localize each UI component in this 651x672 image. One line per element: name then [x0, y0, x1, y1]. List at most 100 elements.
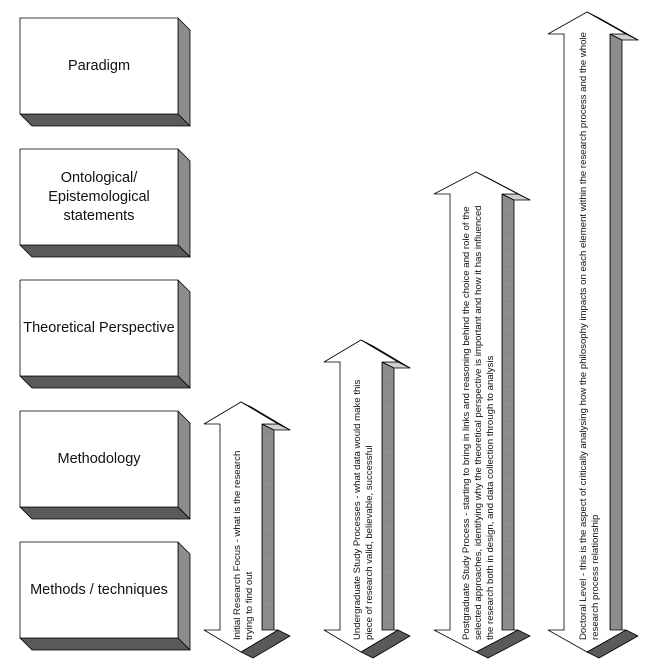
arrow-3-side-stripe — [610, 47, 622, 51]
box-2-front-face — [19, 279, 179, 377]
arrow-2-side-stripe — [502, 312, 514, 316]
arrow-0-side-stripe — [262, 542, 274, 546]
arrow-3-side-stripe — [610, 77, 622, 81]
arrow-3-side-stripe — [610, 242, 622, 246]
arrow-1-side-stripe — [382, 570, 394, 574]
arrow-3-side-stripe — [610, 452, 622, 456]
box-0-bottom-face — [19, 113, 191, 127]
arrow-2-side-stripe — [502, 252, 514, 256]
arrow-1-side-stripe — [382, 600, 394, 604]
arrow-0-side-stripe — [262, 437, 274, 441]
arrow-2-side-stripe — [502, 387, 514, 391]
arrow-2-side-stripe — [502, 492, 514, 496]
arrow-0-side-stripe — [262, 467, 274, 471]
arrow-2-side-stripe — [502, 507, 514, 511]
arrow-1-side-stripe — [382, 585, 394, 589]
arrow-3-side-stripe — [610, 212, 622, 216]
arrow-1-side-stripe — [382, 420, 394, 424]
arrow-1-side-stripe — [382, 510, 394, 514]
arrow-3-side-stripe — [610, 197, 622, 201]
box-3-front-face — [19, 410, 179, 508]
arrow-1-side-stripe — [382, 555, 394, 559]
arrow-1-side-stripe — [382, 525, 394, 529]
box-4-side-face — [177, 541, 191, 651]
arrow-3-side-stripe — [610, 62, 622, 66]
box-2-bottom-face — [19, 375, 191, 389]
arrow-3-side-stripe — [610, 377, 622, 381]
arrow-0-side-stripe — [262, 617, 274, 621]
arrow-3-side-stripe — [610, 152, 622, 156]
box-1-bottom-face — [19, 244, 191, 258]
arrow-0-side-stripe — [262, 497, 274, 501]
box-4-bottom-face — [19, 637, 191, 651]
arrow-label-initial-research: Initial Research Focus - what is the res… — [232, 450, 255, 640]
arrow-3-side-stripe — [610, 557, 622, 561]
arrow-3-side-stripe — [610, 617, 622, 621]
arrow-0-side-stripe — [262, 557, 274, 561]
box-1-front-face — [19, 148, 179, 246]
arrow-3-side-stripe — [610, 542, 622, 546]
arrow-3-side-stripe — [610, 362, 622, 366]
arrow-3-front — [547, 11, 627, 653]
box-label-paradigm: Paradigm — [67, 57, 131, 74]
arrow-0-front — [203, 401, 279, 653]
arrow-2-side-stripe — [502, 597, 514, 601]
arrow-1-side-stripe — [382, 615, 394, 619]
arrow-label-undergraduate: Undergraduate Study Processes - what dat… — [352, 379, 375, 640]
arrow-0-side-stripe — [262, 602, 274, 606]
arrow-3-side-stripe — [610, 272, 622, 276]
arrow-1-side-stripe — [382, 465, 394, 469]
arrow-3-side-stripe — [610, 122, 622, 126]
arrow-3-side-stripe — [610, 512, 622, 516]
arrow-3-side-stripe — [610, 347, 622, 351]
arrow-3-side-stripe — [610, 107, 622, 111]
arrow-2-side-stripe — [502, 522, 514, 526]
arrow-3-side-stripe — [610, 497, 622, 501]
arrow-3-side-stripe — [610, 167, 622, 171]
arrow-2-side-stripe — [502, 612, 514, 616]
arrow-3-side-stripe — [610, 317, 622, 321]
box-0-side-face — [177, 17, 191, 127]
arrow-3-side-stripe — [610, 602, 622, 606]
arrow-2-side-stripe — [502, 447, 514, 451]
arrow-3-side-stripe — [610, 422, 622, 426]
box-3-bottom-face — [19, 506, 191, 520]
arrow-2-front — [433, 171, 519, 653]
arrow-3-side-stripe — [610, 92, 622, 96]
arrow-2-side-stripe — [502, 552, 514, 556]
arrow-2-side-stripe — [502, 417, 514, 421]
arrow-3-side-stripe — [610, 257, 622, 261]
arrow-0-side-stripe — [262, 572, 274, 576]
arrow-2-side-stripe — [502, 342, 514, 346]
arrow-2-side-stripe — [502, 462, 514, 466]
box-label-methods-techniques: Methods / techniques — [30, 581, 168, 598]
arrow-2-side-stripe — [502, 297, 514, 301]
box-3-side-face — [177, 410, 191, 520]
arrow-2-side-stripe — [502, 537, 514, 541]
arrow-2-side-stripe — [502, 237, 514, 241]
box-label-methodology: Methodology — [57, 450, 141, 467]
arrow-2-side-stripe — [502, 267, 514, 271]
arrow-0-side-stripe — [262, 452, 274, 456]
arrow-1-shaft-side — [381, 361, 395, 637]
box-1-side-face — [177, 148, 191, 258]
arrow-2-side-stripe — [502, 282, 514, 286]
arrow-3-side-stripe — [610, 407, 622, 411]
arrow-1-side-stripe — [382, 480, 394, 484]
arrow-1-side-stripe — [382, 405, 394, 409]
arrow-3-side-stripe — [610, 467, 622, 471]
box-0-front-face — [19, 17, 179, 115]
arrow-1-side-stripe — [382, 450, 394, 454]
arrow-1-side-stripe — [382, 390, 394, 394]
arrow-2-side-stripe — [502, 567, 514, 571]
arrow-3-side-stripe — [610, 482, 622, 486]
arrow-3-side-stripe — [610, 392, 622, 396]
arrow-2-side-stripe — [502, 477, 514, 481]
arrow-3-side-stripe — [610, 227, 622, 231]
arrow-3-side-stripe — [610, 437, 622, 441]
arrow-3-side-stripe — [610, 587, 622, 591]
arrow-2-side-stripe — [502, 432, 514, 436]
arrow-3-side-stripe — [610, 302, 622, 306]
